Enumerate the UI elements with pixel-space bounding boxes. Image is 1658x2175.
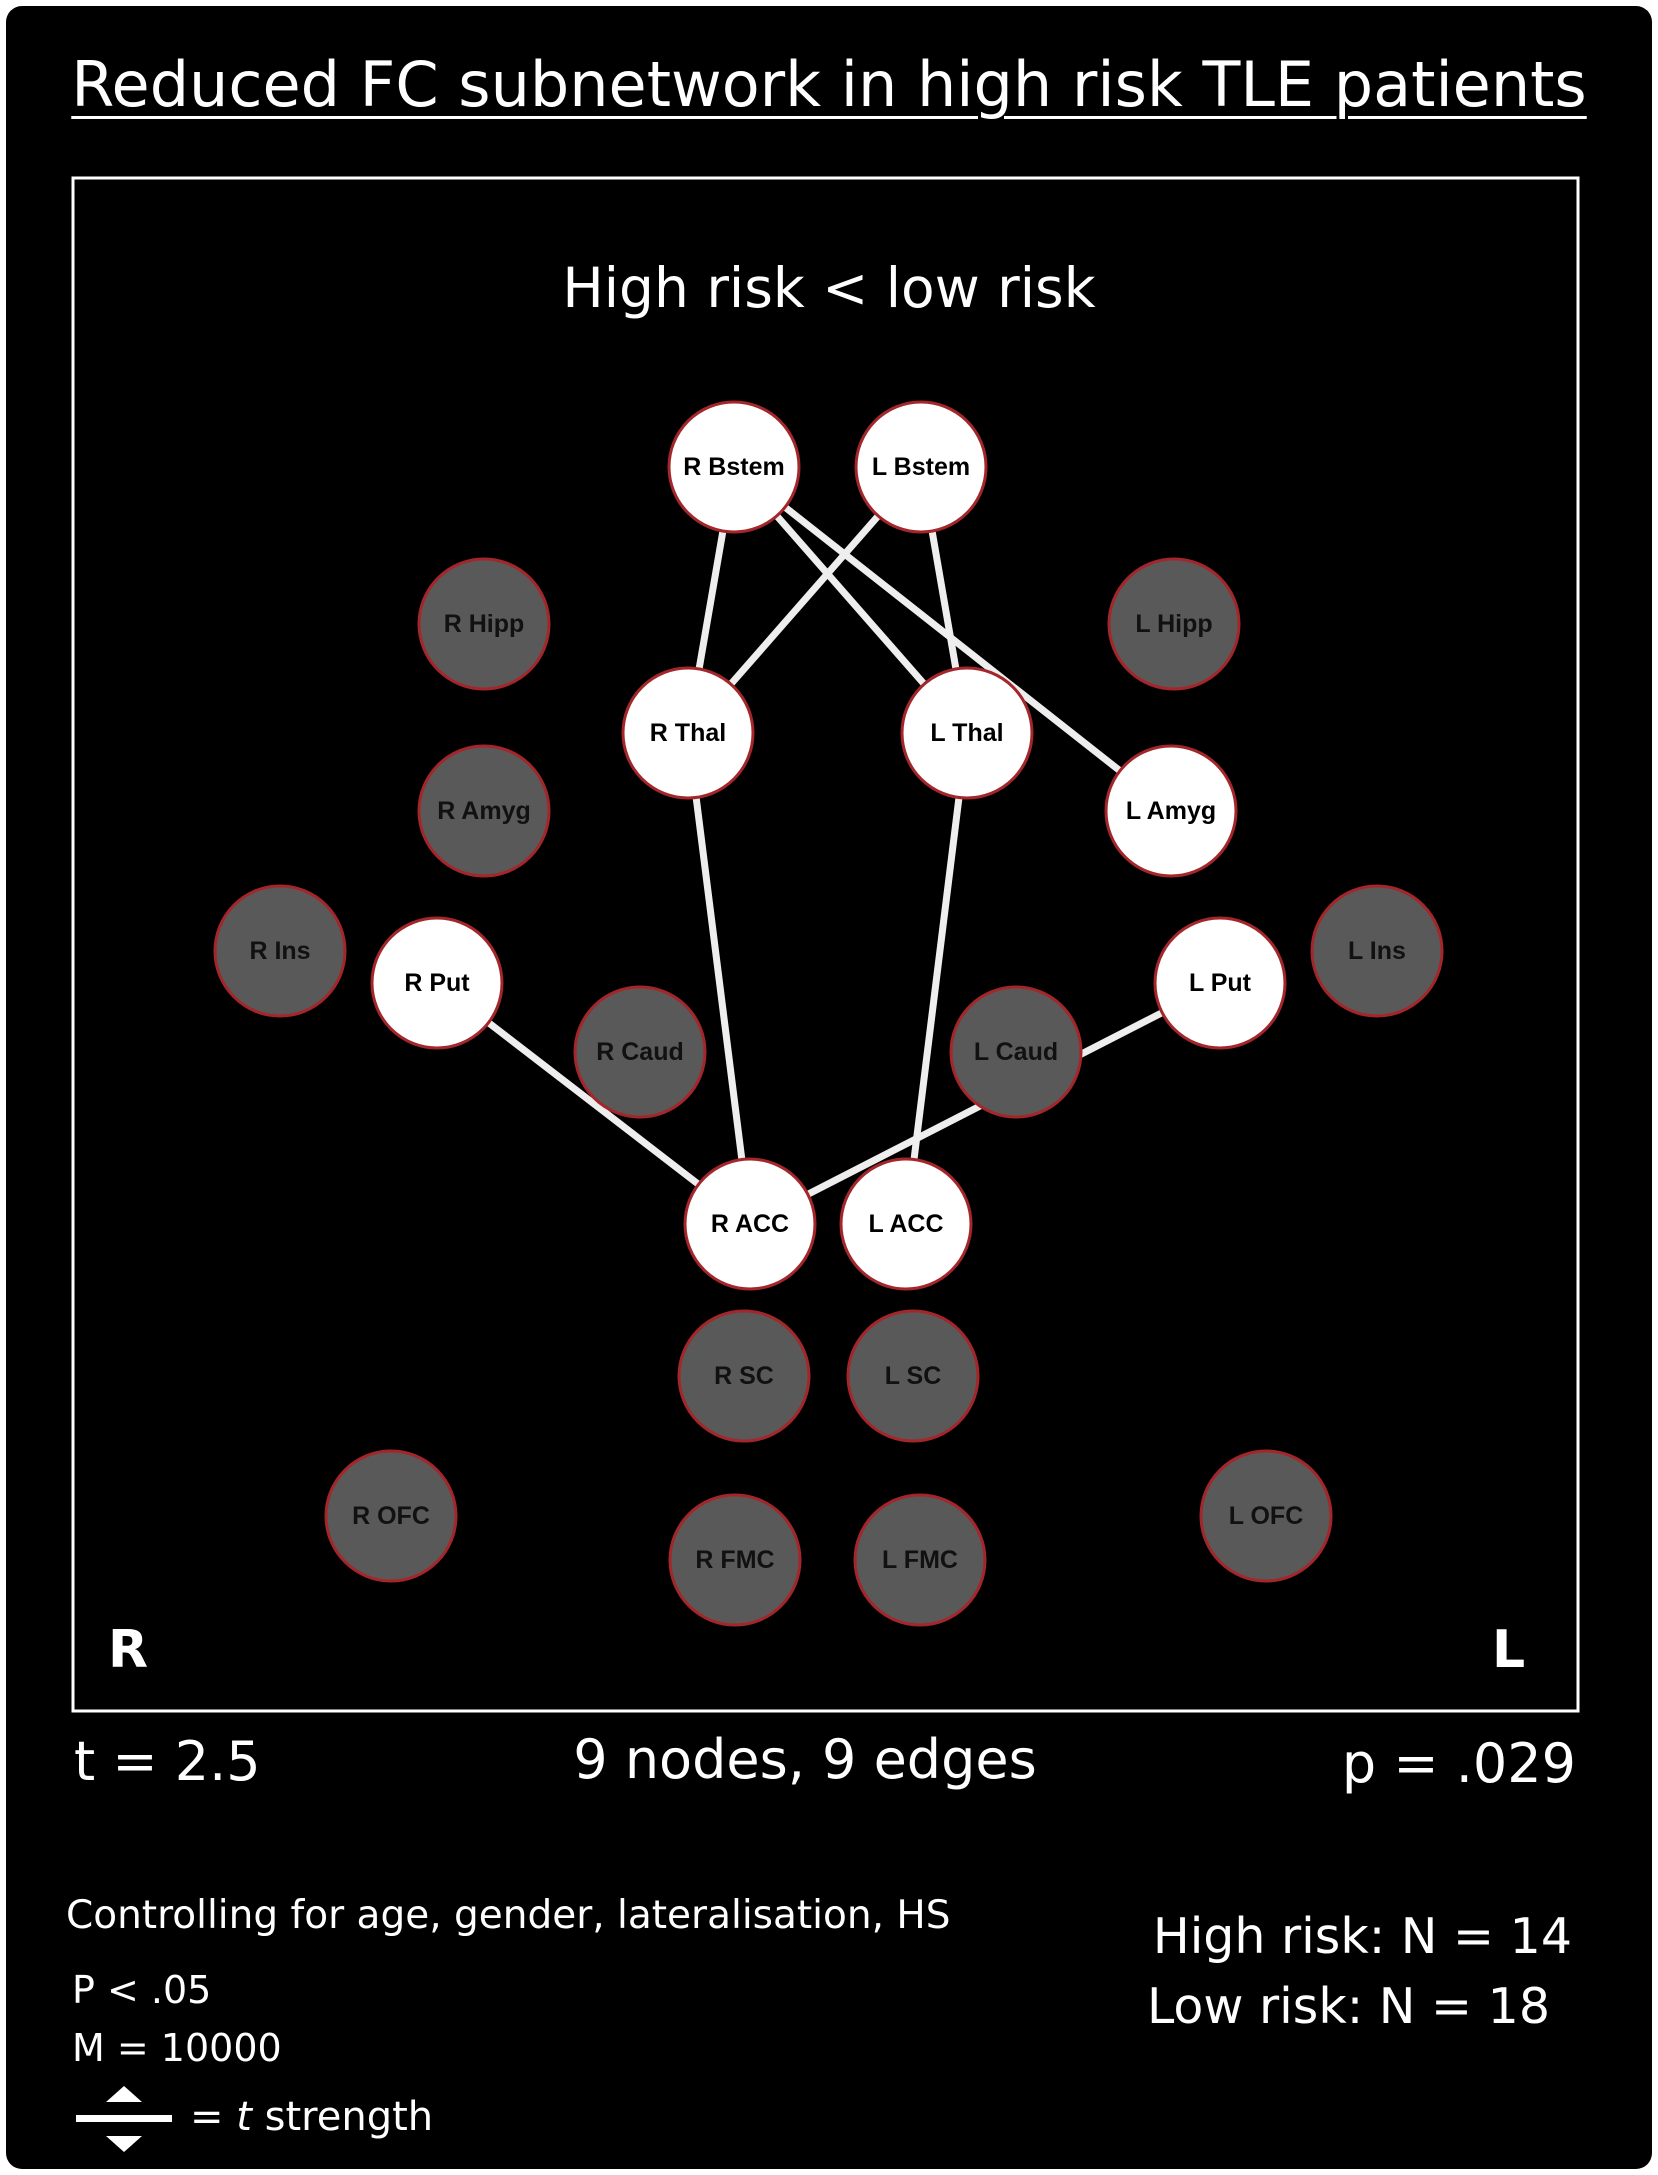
node-circle (417, 557, 551, 691)
edge-strength-legend-icon (76, 2086, 172, 2152)
node-circle (683, 1157, 817, 1291)
p-value: p = .029 (1341, 1732, 1576, 1795)
node-circle (839, 1157, 973, 1291)
node-r-ofc: R OFC (324, 1449, 458, 1583)
node-label: L FMC (882, 1546, 958, 1574)
covariates-note: Controlling for age, gender, lateralisat… (66, 1893, 951, 1938)
figure-background (6, 6, 1652, 2169)
node-r-acc: R ACC (683, 1157, 817, 1291)
node-label: L Bstem (872, 453, 970, 481)
node-circle (417, 744, 551, 878)
node-r-bstem: R Bstem (667, 400, 801, 534)
edge-l-thal-l-acc (902, 729, 971, 1228)
node-label: R Hipp (444, 610, 525, 638)
node-label: R OFC (352, 1502, 430, 1530)
legend-strength-word: strength (251, 2094, 434, 2140)
left-hemisphere-label: L (1492, 1620, 1526, 1680)
node-circle (370, 916, 504, 1050)
node-l-caud: L Caud (949, 985, 1083, 1119)
node-circle (949, 985, 1083, 1119)
node-l-thal: L Thal (900, 666, 1034, 800)
node-circle (324, 1449, 458, 1583)
significance-threshold: P < .05 (72, 1968, 212, 2012)
node-label: R Amyg (437, 797, 531, 825)
node-r-amyg: R Amyg (417, 744, 551, 878)
permutation-count: M = 10000 (72, 2026, 282, 2070)
node-l-acc: L ACC (839, 1157, 973, 1291)
node-circle (677, 1309, 811, 1443)
node-circle (621, 666, 755, 800)
high-risk-count: High risk: N = 14 (1152, 1908, 1572, 1965)
figure-title: Reduced FC subnetwork in high risk TLE p… (71, 48, 1587, 121)
node-label: R Bstem (683, 453, 784, 481)
node-r-sc: R SC (677, 1309, 811, 1443)
node-label: L Thal (930, 719, 1003, 747)
t-threshold: t = 2.5 (74, 1730, 261, 1793)
low-risk-count: Low risk: N = 18 (1146, 1978, 1550, 2035)
node-l-ofc: L OFC (1199, 1449, 1333, 1583)
node-label: L Amyg (1126, 797, 1216, 825)
node-label: L Put (1189, 969, 1252, 997)
node-l-ins: L Ins (1310, 884, 1444, 1018)
node-label: R Caud (596, 1038, 684, 1066)
node-label: L SC (885, 1362, 942, 1390)
node-label: L Hipp (1135, 610, 1212, 638)
node-label: R FMC (695, 1546, 774, 1574)
node-r-put: R Put (370, 916, 504, 1050)
node-l-bstem: L Bstem (854, 400, 988, 534)
node-circle (668, 1493, 802, 1627)
node-label: R ACC (711, 1210, 789, 1238)
node-circle (1104, 744, 1238, 878)
edge-r-thal-r-acc (684, 729, 754, 1228)
node-r-thal: R Thal (621, 666, 755, 800)
node-label: R Ins (249, 937, 310, 965)
network-size: 9 nodes, 9 edges (573, 1728, 1037, 1791)
nodes-layer: R Hipp L Hipp R Amyg R Ins L Ins R Caud L Caud… (213, 400, 1444, 1627)
node-r-fmc: R FMC (668, 1493, 802, 1627)
node-circle (213, 884, 347, 1018)
node-l-hipp: L Hipp (1107, 557, 1241, 691)
node-label: L Ins (1348, 937, 1406, 965)
node-label: L ACC (869, 1210, 944, 1238)
edge-strength-legend-text: = t strength (190, 2094, 433, 2140)
node-circle (1153, 916, 1287, 1050)
legend-t-symbol: t (236, 2094, 252, 2140)
node-label: R Thal (650, 719, 726, 747)
node-circle (1107, 557, 1241, 691)
edges-layer (433, 463, 1224, 1228)
node-circle (573, 985, 707, 1119)
panel-border (71, 176, 1580, 1713)
node-label: L Caud (974, 1038, 1058, 1066)
node-circle (1199, 1449, 1333, 1583)
legend-equals: = (190, 2094, 237, 2140)
node-r-hipp: R Hipp (417, 557, 551, 691)
right-hemisphere-label: R (108, 1620, 149, 1680)
node-circle (854, 400, 988, 534)
node-label: R Put (404, 969, 470, 997)
node-r-ins: R Ins (213, 884, 347, 1018)
node-circle (900, 666, 1034, 800)
node-l-fmc: L FMC (853, 1493, 987, 1627)
node-label: L OFC (1229, 1502, 1304, 1530)
panel-title: High risk < low risk (562, 256, 1096, 320)
node-circle (1310, 884, 1444, 1018)
node-l-sc: L SC (846, 1309, 980, 1443)
node-circle (667, 400, 801, 534)
node-circle (846, 1309, 980, 1443)
node-l-amyg: L Amyg (1104, 744, 1238, 878)
node-r-caud: R Caud (573, 985, 707, 1119)
node-l-put: L Put (1153, 916, 1287, 1050)
node-circle (853, 1493, 987, 1627)
node-label: R SC (714, 1362, 774, 1390)
